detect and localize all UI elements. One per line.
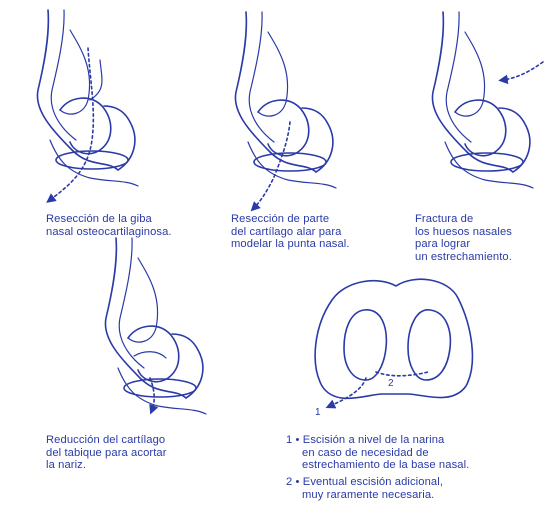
note-line: 1 • Escisión a nivel de la narina: [286, 434, 469, 447]
caption-tabique: Reducción del cartílago del tabique para…: [46, 434, 167, 472]
panel-tabique-illustration: [105, 238, 206, 414]
caption-line: Fractura de: [415, 213, 512, 226]
marker-2: 2: [388, 378, 394, 389]
caption-line: los huesos nasales: [415, 226, 512, 239]
note-2: 2 • Eventual escisión adicional, muy rar…: [286, 476, 443, 501]
caption-line: Resección de parte: [231, 213, 350, 226]
note-line: muy raramente necesaria.: [286, 489, 443, 502]
caption-line: Resección de la giba: [46, 213, 172, 226]
note-1: 1 • Escisión a nivel de la narina en cas…: [286, 434, 469, 472]
note-line: estrechamiento de la base nasal.: [286, 459, 469, 472]
caption-line: la nariz.: [46, 459, 167, 472]
caption-fractura: Fractura de los huesos nasales para logr…: [415, 213, 512, 263]
caption-line: del cartílago alar para: [231, 226, 350, 239]
note-text: Eventual escisión adicional,: [303, 476, 443, 488]
caption-alar: Resección de parte del cartílago alar pa…: [231, 213, 350, 251]
caption-line: modelar la punta nasal.: [231, 238, 350, 251]
caption-line: para lograr: [415, 238, 512, 251]
caption-line: del tabique para acortar: [46, 447, 167, 460]
note-number: 2 •: [286, 476, 300, 488]
note-text: Escisión a nivel de la narina: [303, 434, 445, 446]
caption-line: nasal osteocartilaginosa.: [46, 226, 172, 239]
note-number: 1 •: [286, 434, 300, 446]
note-line: 2 • Eventual escisión adicional,: [286, 476, 443, 489]
note-line: en caso de necesidad de: [286, 447, 469, 460]
panel-narina-illustration: 1 2: [315, 279, 472, 418]
caption-line: un estrechamiento.: [415, 251, 512, 264]
marker-1: 1: [315, 407, 321, 418]
caption-giba: Resección de la giba nasal osteocartilag…: [46, 213, 172, 238]
caption-line: Reducción del cartílago: [46, 434, 167, 447]
panel-alar-illustration: [235, 12, 336, 208]
panel-giba-illustration: [37, 10, 138, 200]
panel-fractura-illustration: [432, 12, 543, 188]
